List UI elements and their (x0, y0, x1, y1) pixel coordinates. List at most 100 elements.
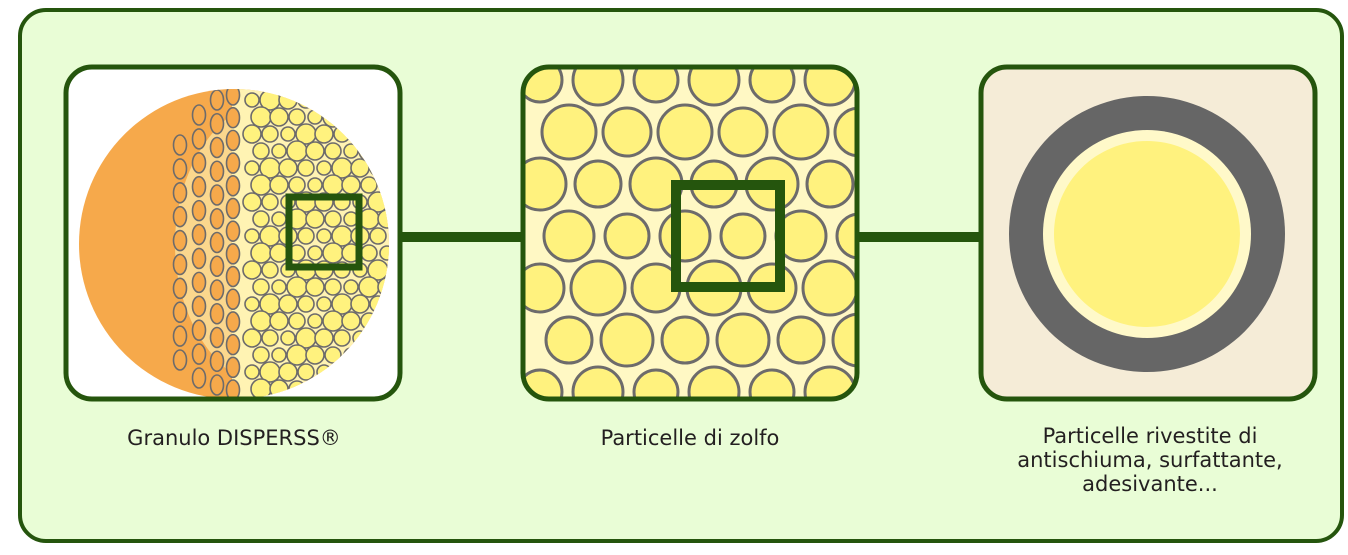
granule-particle (297, 227, 315, 245)
granule-seed (225, 197, 241, 220)
granule-particle (297, 295, 315, 313)
granule-seed (225, 265, 241, 288)
granule-particle (278, 294, 298, 314)
granule-particle (316, 160, 332, 176)
granule-particle (324, 278, 342, 296)
granule-seed (191, 128, 207, 150)
granule-particle (269, 175, 289, 195)
granule-seed (225, 152, 241, 174)
granule-particle (358, 276, 380, 298)
granule-particle (360, 244, 378, 262)
granule-seed (191, 295, 207, 318)
granule-seed (225, 333, 241, 356)
granule-seed (172, 253, 188, 276)
granule-particle (244, 160, 260, 176)
granule-seed (225, 129, 241, 152)
granule-seed (172, 349, 188, 371)
granule-particle (286, 140, 308, 162)
granule-particle (269, 311, 289, 331)
granule-particle (305, 345, 325, 365)
granule-seed (209, 302, 225, 325)
granule-seed (172, 181, 188, 204)
granule-seed (191, 199, 207, 222)
granule-particle (316, 296, 332, 312)
granule-seed (225, 379, 241, 399)
granule-particle (314, 328, 334, 348)
granule-particle (288, 176, 306, 194)
granule-particle (286, 276, 308, 298)
granule-particle (244, 92, 260, 108)
granule-particle (305, 277, 325, 297)
granule-seed (172, 134, 188, 156)
granule-particle (244, 364, 260, 380)
granule-seed (209, 350, 225, 373)
granule-particle (322, 310, 344, 332)
sulfur-particles-closeup-icon (523, 67, 857, 399)
sulfur-particle (603, 212, 651, 260)
granule-particle (261, 125, 279, 143)
granule-seed (225, 89, 241, 106)
granule-particle (343, 143, 359, 159)
sulfur-particle (776, 315, 826, 365)
granule-seed (225, 288, 241, 311)
sulfur-particle (772, 103, 830, 161)
sulfur-particle (658, 209, 712, 263)
granule-seed (191, 104, 207, 126)
granule-particle (307, 313, 323, 329)
caption-sulfur-particles: Particelle di zolfo (600, 426, 780, 450)
granule-seed (209, 112, 225, 135)
granule-seed (172, 301, 188, 324)
granule-seed (172, 325, 188, 347)
granule-seed (172, 158, 188, 180)
granule-seed (225, 174, 241, 197)
granule-seed (172, 205, 188, 228)
granule-particle (341, 311, 361, 331)
granule-seed (225, 106, 241, 129)
caption-coated-particles: Particelle rivestite di antischiuma, sur… (960, 424, 1340, 496)
sulfur-particle (715, 312, 771, 368)
granule-seed (191, 152, 207, 174)
sulfur-particle (573, 159, 623, 209)
granule-particle (271, 279, 287, 295)
granule-seed (209, 207, 225, 230)
granule-particle (307, 245, 323, 261)
sulfur-particle (601, 106, 653, 158)
caption-line: Particelle rivestite di (1042, 424, 1258, 448)
zoom-square-icon (671, 180, 785, 292)
granule-seed (209, 326, 225, 349)
caption-line: antischiuma, surfattante, (1017, 448, 1283, 472)
sulfur-particle (687, 365, 741, 399)
panel-granule (63, 64, 403, 402)
sulfur-particle (523, 262, 566, 314)
granule-particle (297, 159, 315, 177)
granule-particle (252, 346, 270, 364)
sulfur-particle (656, 103, 714, 161)
granule-particle (278, 158, 298, 178)
granule-particle (261, 261, 279, 279)
granule-particle (242, 328, 262, 348)
caption-granule: Granulo DISPERSS® (127, 426, 341, 450)
granule-particle (305, 141, 325, 161)
granule-particle (324, 346, 342, 364)
granule-seed (225, 311, 241, 333)
granule-particle (242, 260, 262, 280)
granule-seed (172, 277, 188, 300)
panel-sulfur-particles (520, 64, 860, 402)
granule-seed (209, 279, 225, 301)
granule-particle (252, 210, 270, 228)
sulfur-particle (540, 103, 598, 161)
granule-particle (250, 242, 272, 264)
granule-particle (250, 106, 272, 128)
granule-seed (172, 229, 188, 252)
sulfur-particle (569, 259, 627, 317)
granule-particle (316, 228, 332, 244)
granule-seed (209, 160, 225, 183)
granule-seed (225, 243, 241, 265)
granule-seed (209, 184, 225, 206)
granule-seed (191, 223, 207, 246)
granule-particle (286, 344, 308, 366)
granule-seed (209, 231, 225, 254)
granule-particle (271, 347, 287, 363)
granule-particle (250, 310, 272, 332)
